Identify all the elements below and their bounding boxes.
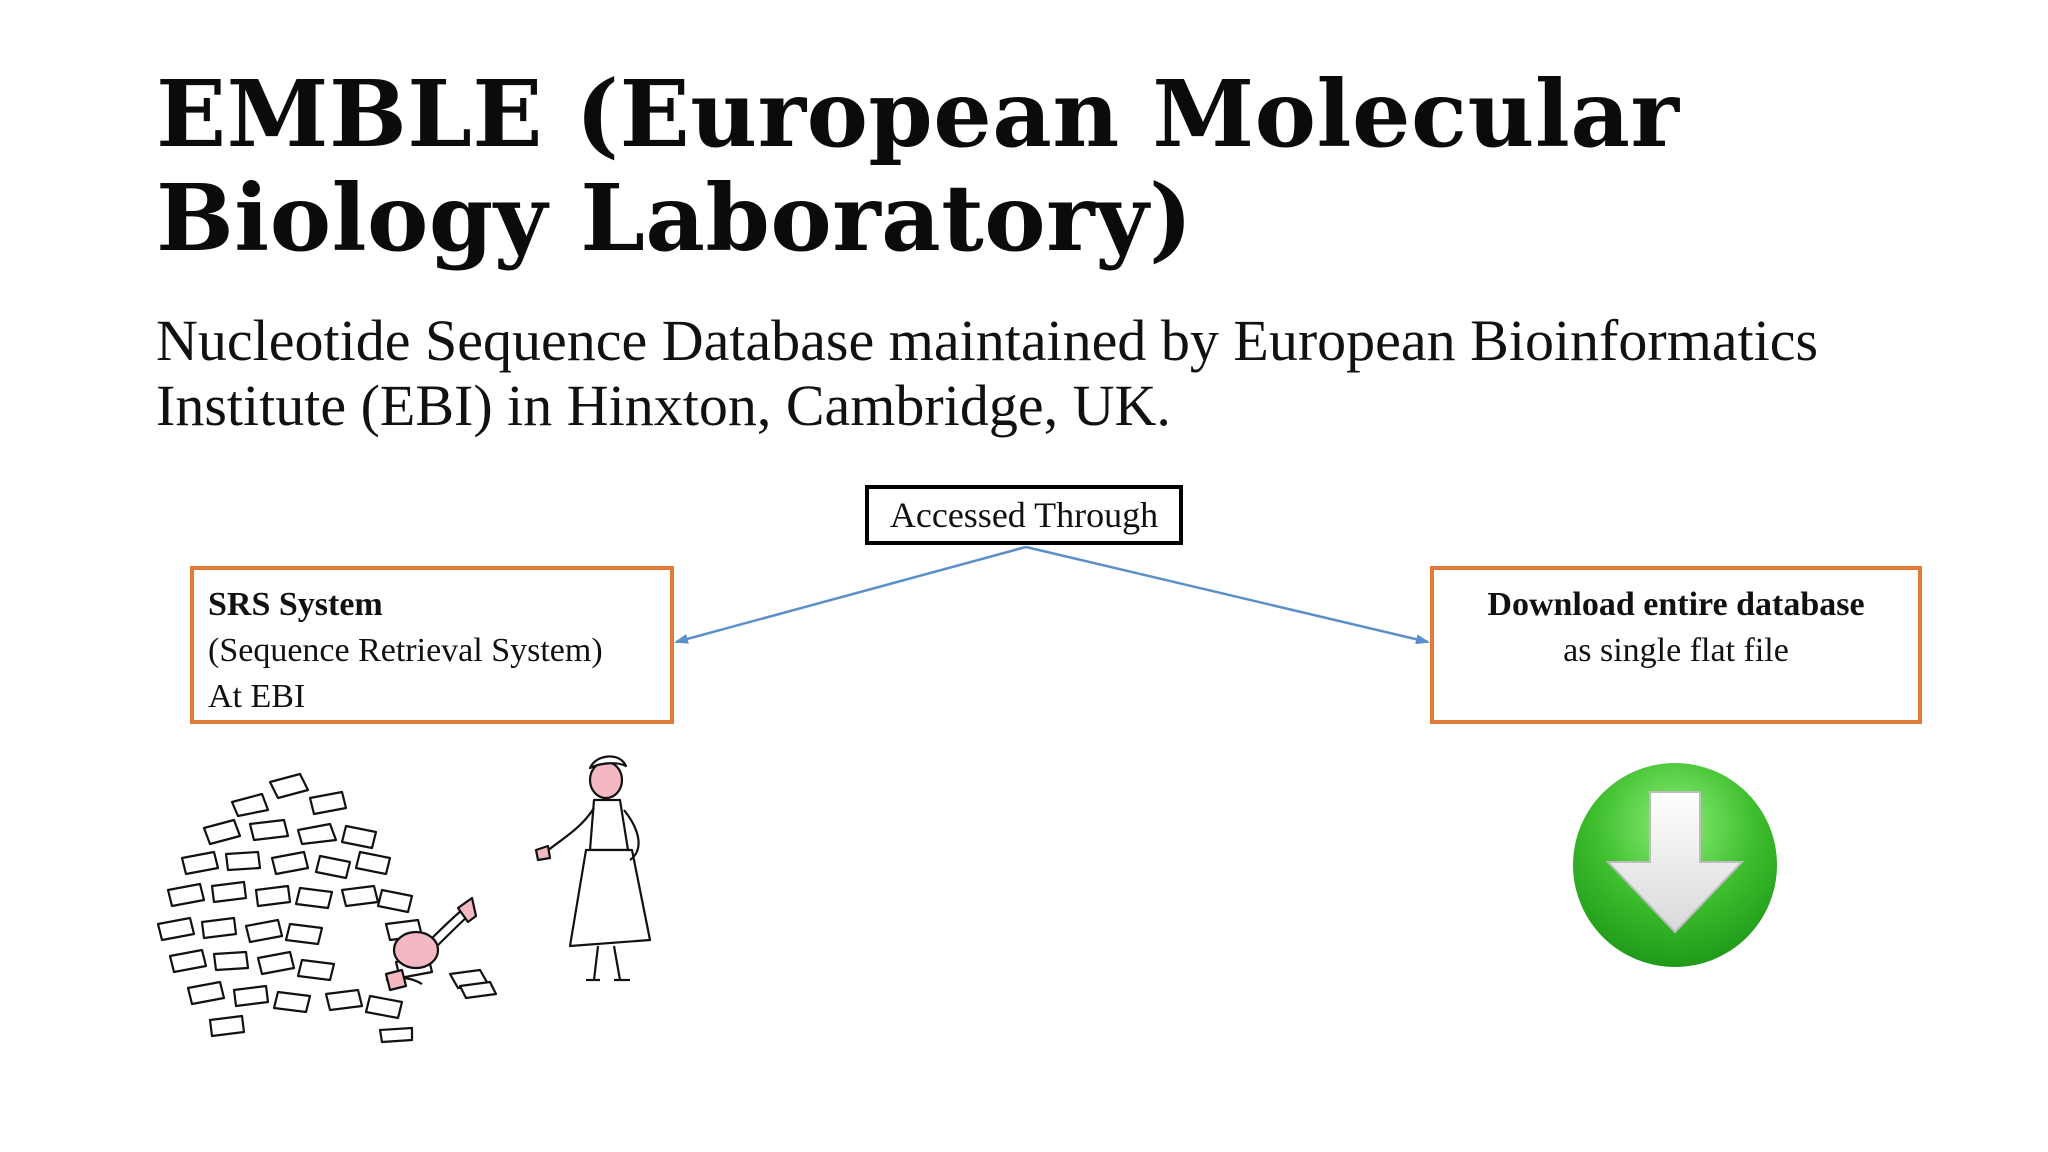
- slide-subtitle: Nucleotide Sequence Database maintained …: [156, 308, 1956, 438]
- paper-pile-cartoon: [156, 755, 652, 1044]
- srs-full-name: (Sequence Retrieval System): [208, 632, 603, 669]
- subtitle-line-1: Nucleotide Sequence Database maintained …: [156, 308, 1819, 373]
- download-title: Download entire database: [1487, 586, 1865, 623]
- subtitle-line-2: Institute (EBI) in Hinxton, Cambridge, U…: [156, 373, 1171, 438]
- accessed-through-box: Accessed Through: [865, 485, 1183, 545]
- download-arrow-icon: [1573, 763, 1777, 967]
- srs-system-box: SRS System (Sequence Retrieval System) A…: [190, 566, 674, 724]
- download-database-box: Download entire database as single flat …: [1430, 566, 1922, 724]
- srs-location: At EBI: [208, 678, 306, 715]
- arrow-to-srs: [674, 545, 1027, 644]
- arrow-to-download: [1025, 545, 1430, 645]
- download-description: as single flat file: [1563, 632, 1789, 669]
- srs-title: SRS System: [208, 586, 383, 623]
- slide-title: EMBLE (European Molecular Biology Labora…: [156, 60, 1680, 272]
